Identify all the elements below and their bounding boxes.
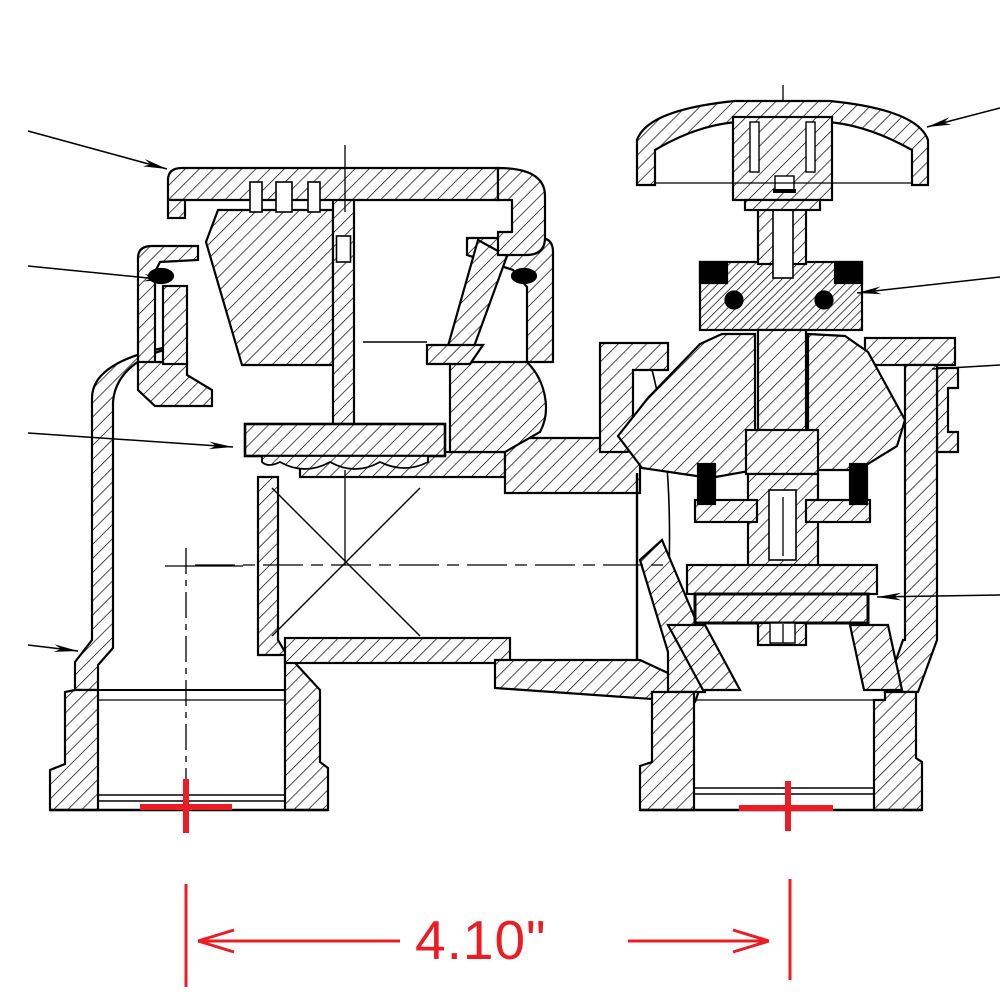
packing-seal-right xyxy=(833,260,864,285)
right-bonnet-left-wing xyxy=(616,332,757,480)
left-body-right-chunk xyxy=(448,360,547,454)
left-seal xyxy=(147,267,175,285)
dim-line-left xyxy=(197,928,400,954)
dim-line-right xyxy=(628,928,770,954)
disc-flange xyxy=(685,563,879,596)
leader-hood-seal xyxy=(27,265,169,282)
packing-seal-left xyxy=(698,260,729,285)
inlet-center-mark xyxy=(140,779,232,833)
float-disc xyxy=(243,422,447,458)
hub-slot-right xyxy=(805,121,816,173)
seat-left xyxy=(666,623,742,692)
pipe-chamfer-2 xyxy=(271,487,421,637)
handwheel-rim xyxy=(635,99,930,187)
right-body-top-flange xyxy=(863,336,957,367)
leader-outlet-flange xyxy=(931,364,1000,370)
right-valve-assembly xyxy=(598,99,960,812)
leader-float-disc xyxy=(27,432,234,450)
outlet-center-mark xyxy=(739,781,833,831)
bushing-right xyxy=(804,498,872,524)
outlet-port-right-wall xyxy=(872,690,924,812)
leader-valve-disc xyxy=(876,592,1000,601)
float-disc-washer xyxy=(261,455,429,470)
stem-coupler xyxy=(744,428,820,476)
bonnet-cap-right xyxy=(496,166,547,257)
bushing-seal-left xyxy=(696,462,717,506)
right-stem-slot-upper xyxy=(772,209,794,279)
bushing-left xyxy=(693,498,759,524)
right-stem-mid xyxy=(756,328,808,434)
leader-handwheel xyxy=(926,107,1000,128)
inlet-port-interior xyxy=(50,689,328,812)
right-seal xyxy=(510,267,538,285)
left-stem-gap xyxy=(335,235,352,263)
cap-vent-slots xyxy=(249,181,321,213)
leader-inlet-body xyxy=(27,644,79,652)
dimension-annotation xyxy=(140,779,833,987)
inlet-port-right-wall xyxy=(256,475,330,812)
leader-cap xyxy=(27,130,168,170)
float-seat-foot xyxy=(425,343,486,366)
packing-oring-right xyxy=(814,290,834,310)
bonnet-cap-left-foot xyxy=(166,198,187,220)
left-bonnet-rim xyxy=(161,284,189,366)
valve-disc xyxy=(693,592,870,625)
outlet-spud xyxy=(935,366,960,454)
packing-oring-left xyxy=(724,290,744,310)
bushing-seal-right xyxy=(848,462,869,506)
dimension-label: 4.10" xyxy=(415,909,547,971)
hub-slot-left xyxy=(749,121,760,173)
outlet-port-left-wall xyxy=(638,690,696,812)
bonnet-cap-top xyxy=(166,166,500,202)
inlet-port-left-wall xyxy=(48,688,100,812)
left-stem xyxy=(331,183,356,426)
hub-neck xyxy=(743,198,822,212)
pipe-bottom-wall-step xyxy=(493,658,702,704)
centerlines xyxy=(165,85,784,790)
leader-packing-nut xyxy=(856,276,1000,295)
pipe-bottom-wall xyxy=(283,636,512,665)
seat-right xyxy=(848,623,904,692)
leader-lines xyxy=(27,107,1000,652)
